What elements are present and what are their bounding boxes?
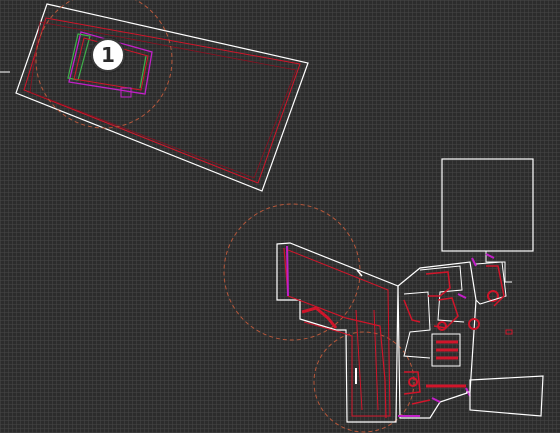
connector-column-1 [468, 318, 480, 330]
connector-red-details [403, 271, 459, 405]
connector-rooms-b [419, 265, 465, 323]
building-1-footprint[interactable] [68, 31, 153, 95]
connector-room-c [431, 333, 461, 367]
building-1-green-edge [139, 55, 147, 89]
main-wing-magenta-wall [286, 245, 289, 297]
small-red-square [505, 329, 513, 335]
connector-column-3 [437, 321, 447, 331]
building-1-inner-boundary [23, 17, 301, 184]
building-1-porch [120, 87, 132, 98]
connector-rooms-a [403, 291, 431, 359]
main-wing-red-outline [287, 249, 391, 417]
main-wing-stair [301, 306, 338, 329]
building-1-group[interactable] [0, 0, 309, 192]
connector-east-red [486, 265, 505, 307]
east-extension-outline[interactable] [469, 375, 544, 417]
magenta-accents [398, 253, 495, 417]
connector-red-lines [426, 340, 466, 388]
main-wing-outline[interactable] [276, 242, 399, 423]
connector-wing-outline[interactable] [397, 261, 477, 419]
main-wing-corridor-b [373, 309, 379, 411]
main-dashed-radius-upper [223, 203, 361, 341]
building-1-lot-outline[interactable] [15, 3, 309, 192]
outbuilding-group[interactable] [441, 158, 534, 283]
main-dashed-radius-lower [313, 331, 415, 433]
main-wing-corridor-a [355, 309, 363, 411]
main-wing-post-2 [356, 269, 363, 277]
marker-number-label: 1 [101, 43, 115, 67]
building-1-setback-line [29, 21, 297, 179]
building-1-inner-wall [73, 37, 149, 91]
main-wing-inner-wall [283, 247, 387, 419]
connector-column-4 [408, 377, 418, 387]
outbuilding-outline[interactable] [441, 158, 534, 252]
numbered-marker-1[interactable]: 1 [91, 38, 125, 72]
building-1-dashed-radius [35, 0, 173, 129]
connector-east-annex [475, 261, 507, 305]
outbuilding-connector [485, 251, 512, 283]
main-building-group[interactable] [223, 203, 544, 433]
connector-column-2 [487, 290, 499, 302]
